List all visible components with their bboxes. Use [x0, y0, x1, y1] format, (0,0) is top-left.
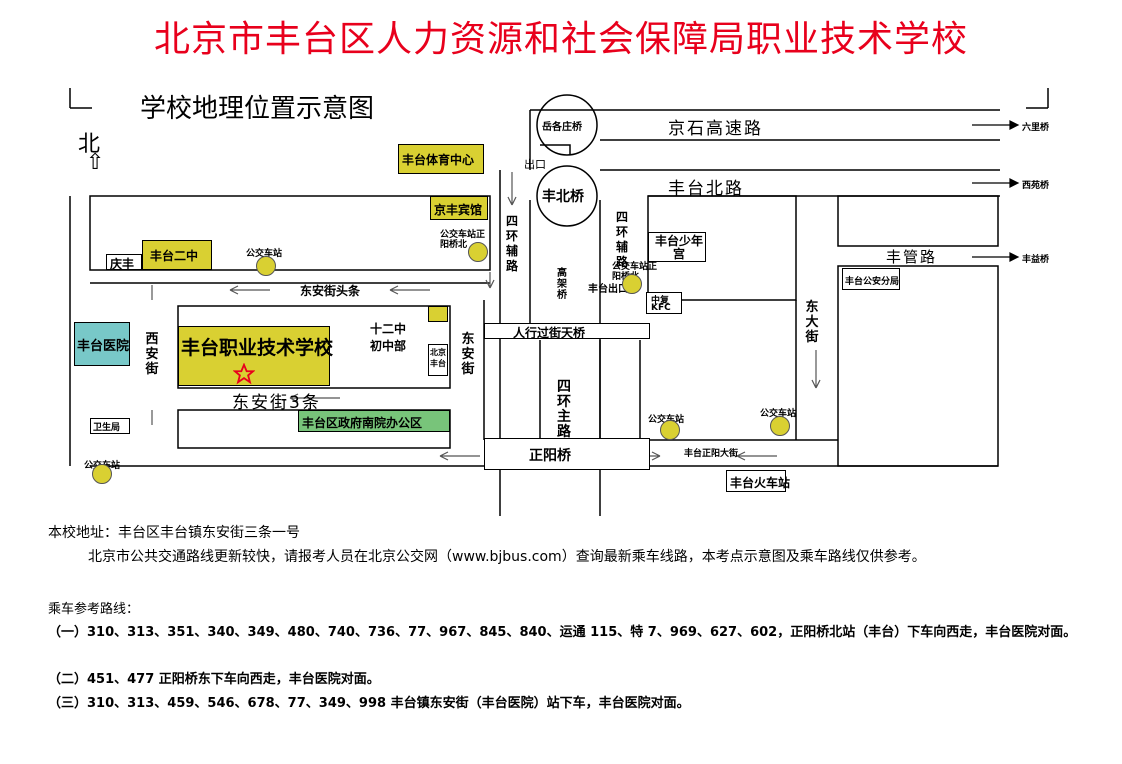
- place-zhongfu-kfc: 中复 KFC: [646, 292, 682, 314]
- north-arrow-icon: ⇧: [86, 150, 105, 175]
- place-govt-office-label: 丰台区政府南院办公区: [302, 416, 423, 430]
- place-sports-center: 丰台体育中心: [398, 144, 484, 174]
- map-title: 学校地理位置示意图: [140, 94, 375, 124]
- bridge-fengbei: 丰北桥: [542, 189, 584, 205]
- place-school: 丰台职业技术学校: [178, 326, 334, 386]
- road-fengguan: 丰管路: [886, 248, 938, 266]
- place-train-station-label: 丰台火车站: [730, 476, 791, 490]
- place-jingfeng-hotel-label: 京丰宾馆: [434, 203, 483, 217]
- bus-stop-icon: [92, 464, 112, 484]
- road-dongan: 东安街: [461, 332, 475, 377]
- place-no12-middle: 十二中初中部: [369, 322, 406, 353]
- place-fengtai-no2-label: 丰台二中: [150, 249, 199, 263]
- routes-title: 乘车参考路线：: [48, 602, 140, 617]
- map: 学校地理位置示意图 北 ⇧ 京石高速路 丰台北路 丰管路 东安街头条 东安街3条…: [69, 88, 1050, 516]
- exit-fengtai: 丰台出口: [588, 284, 628, 295]
- road-jingshi: 京石高速路: [668, 119, 763, 139]
- bus-stop-icon: [660, 420, 680, 440]
- place-beijing-fengtai-mark: 北京丰台: [428, 344, 448, 376]
- place-hospital: 丰台医院: [74, 322, 130, 366]
- exit-top: 出口: [524, 158, 546, 171]
- direction-liuli: 六里桥: [1022, 123, 1050, 133]
- road-fengtai-north: 丰台北路: [668, 179, 744, 199]
- pedestrian-bridge: 人行过街天桥: [484, 323, 650, 340]
- star-icon: [233, 363, 255, 385]
- place-school-label: 丰台职业技术学校: [181, 337, 334, 359]
- route-1: （一）310、313、351、340、349、480、740、736、77、96…: [48, 625, 1077, 640]
- place-clinic: 卫生局: [90, 418, 130, 434]
- notice: 北京市公共交通路线更新较快，请报考人员在北京公交网（www.bjbus.com）…: [88, 549, 926, 565]
- place-yellow-square: [428, 306, 448, 322]
- place-clinic-label: 卫生局: [93, 423, 121, 433]
- route-2: （二）451、477 正阳桥东下车向西走，丰台医院对面。: [48, 672, 380, 687]
- bus-stop-icon: [256, 256, 276, 276]
- place-zhongfu-label: 中复: [651, 296, 670, 306]
- road-sihuan-fu-left: 四环辅路: [505, 214, 518, 273]
- bridge-zhengyang-label: 正阳桥: [529, 448, 571, 464]
- bus-stop-icon: [770, 416, 790, 436]
- gaojia-qiao: 高架桥: [557, 268, 567, 301]
- pedestrian-bridge-label: 人行过街天桥: [513, 326, 586, 340]
- place-police: 丰台公安分局: [842, 268, 900, 290]
- place-sports-center-label: 丰台体育中心: [402, 153, 475, 167]
- direction-xiyuan: 西苑桥: [1022, 181, 1050, 191]
- bus-stop-icon: [468, 242, 488, 262]
- address: 本校地址：丰台区丰台镇东安街三条一号: [48, 525, 300, 541]
- road-xian: 西安街: [145, 332, 159, 377]
- road-dongan-3: 东安街3条: [232, 393, 321, 413]
- road-dongan-toutiao: 东安街头条: [300, 284, 361, 298]
- place-qingfeng-label: 庆丰: [110, 257, 135, 271]
- place-qingfeng: 庆丰: [106, 254, 142, 271]
- place-youth-palace-label: 丰台少年宫: [655, 234, 704, 261]
- north-label: 北: [78, 132, 101, 157]
- place-fengtai-no2: 丰台二中: [142, 240, 212, 270]
- bus-stop-zhengyang-north: 公交车站正阳桥北: [440, 230, 486, 250]
- bridge-zhengyang: 正阳桥: [484, 438, 650, 470]
- bus-stop-label-1: 公交车站: [246, 249, 283, 259]
- place-beijing-fengtai-mark-label: 北京丰台: [430, 348, 446, 368]
- place-kfc-label: KFC: [651, 303, 671, 313]
- road-dongda: 东大街: [805, 300, 819, 345]
- place-police-label: 丰台公安分局: [845, 277, 900, 287]
- place-hospital-label: 丰台医院: [77, 339, 130, 354]
- page-title: 北京市丰台区人力资源和社会保障局职业技术学校: [153, 19, 968, 60]
- place-youth-palace: 丰台少年宫: [648, 232, 706, 262]
- bridge-yuegezhuang: 岳各庄桥: [542, 122, 582, 133]
- place-train-station: 丰台火车站: [726, 470, 790, 492]
- road-sihuan-fu-right: 四环辅路: [615, 210, 628, 269]
- place-jingfeng-hotel: 京丰宾馆: [430, 196, 488, 220]
- bus-stop-icon: [622, 274, 642, 294]
- direction-fengyi: 丰益桥: [1022, 255, 1050, 265]
- bus-stop-label-3: 公交车站: [760, 409, 797, 419]
- bus-stop-fengtai-zhengyang: 丰台正阳大街: [684, 449, 739, 459]
- place-govt-office: 丰台区政府南院办公区: [298, 410, 450, 432]
- road-sihuan-main: 四环主路: [557, 379, 571, 440]
- route-3: （三）310、313、459、546、678、77、349、998 丰台镇东安街…: [48, 696, 690, 711]
